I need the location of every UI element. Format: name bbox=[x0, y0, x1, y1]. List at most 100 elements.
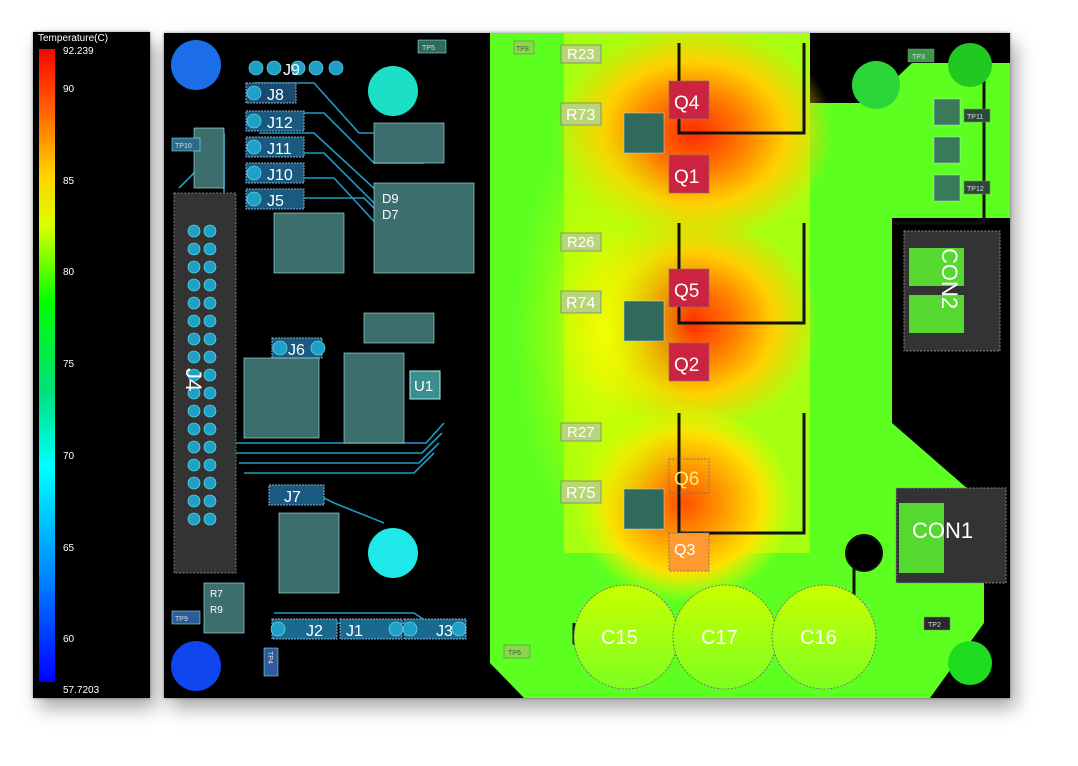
header-pin bbox=[203, 458, 217, 472]
mosfet-q1: Q1 bbox=[668, 154, 710, 194]
connector-j6: J6 bbox=[271, 337, 326, 359]
svg-text:Q1: Q1 bbox=[674, 167, 699, 188]
header-pin bbox=[187, 350, 201, 364]
d7-label: D7 bbox=[382, 207, 399, 222]
legend-tick-label: 65 bbox=[63, 542, 75, 554]
connector-con1: CON1 bbox=[895, 487, 1007, 584]
r75-label: R75 bbox=[566, 485, 595, 502]
header-pin bbox=[203, 422, 217, 436]
header-pin bbox=[203, 332, 217, 346]
mounting-hole bbox=[171, 40, 221, 90]
legend-color-bar bbox=[39, 49, 55, 682]
svg-text:CON2: CON2 bbox=[937, 248, 962, 309]
connector-j3: J3 bbox=[402, 618, 467, 640]
svg-text:Q6: Q6 bbox=[674, 469, 699, 490]
mounting-hole bbox=[948, 641, 992, 685]
svg-text:C16: C16 bbox=[800, 627, 837, 649]
connector-j2: J2 bbox=[270, 618, 338, 640]
svg-text:TP5: TP5 bbox=[422, 45, 435, 52]
svg-text:TP2: TP2 bbox=[928, 622, 941, 629]
test-point-tp4: TP4 bbox=[263, 647, 279, 677]
header-pin bbox=[187, 368, 201, 382]
test-point-tp5: TP5 bbox=[417, 39, 447, 54]
connector-j5: J5 bbox=[245, 188, 305, 210]
legend-tick-label: 85 bbox=[63, 175, 75, 187]
header-pin bbox=[187, 242, 201, 256]
svg-text:Q4: Q4 bbox=[674, 93, 700, 114]
test-point-tp3: TP3 bbox=[907, 48, 935, 63]
connector-j10: J10 bbox=[245, 162, 305, 184]
capacitor-c16: C16 bbox=[771, 584, 877, 690]
header-pin bbox=[203, 404, 217, 418]
header-pin bbox=[187, 422, 201, 436]
header-pin bbox=[203, 476, 217, 490]
r74-label: R74 bbox=[566, 295, 595, 312]
test-point-tp11: TP11 bbox=[963, 108, 991, 123]
svg-text:J7: J7 bbox=[284, 489, 301, 506]
svg-text:U1: U1 bbox=[414, 378, 433, 395]
header-pin bbox=[187, 440, 201, 454]
svg-text:J8: J8 bbox=[267, 87, 284, 104]
pcb-thermal-map: R23 R73 R26 R74 R27 R75 Q4 Q1 Q5 Q2 Q6 Q… bbox=[164, 33, 1010, 698]
test-point-tp9: TP9 bbox=[171, 610, 201, 625]
resistor-column bbox=[560, 44, 602, 504]
connector-j7: J7 bbox=[268, 484, 325, 506]
test-point-tp2: TP2 bbox=[923, 616, 951, 631]
header-pin bbox=[187, 494, 201, 508]
legend-title: Temperature(C) bbox=[38, 33, 109, 44]
svg-text:J4: J4 bbox=[181, 368, 206, 391]
svg-text:Q3: Q3 bbox=[674, 542, 695, 559]
header-pin bbox=[203, 242, 217, 256]
svg-text:J6: J6 bbox=[288, 342, 305, 359]
header-pin bbox=[203, 512, 217, 526]
test-point-tp12: TP12 bbox=[963, 180, 991, 195]
svg-text:C17: C17 bbox=[701, 627, 738, 649]
mounting-hole bbox=[852, 61, 900, 109]
svg-text:J2: J2 bbox=[306, 623, 323, 640]
header-pin bbox=[187, 296, 201, 310]
header-pin bbox=[187, 314, 201, 328]
header-pin bbox=[203, 440, 217, 454]
svg-text:CON1: CON1 bbox=[912, 518, 973, 543]
svg-text:TP10: TP10 bbox=[175, 143, 192, 150]
header-j4: J4 bbox=[173, 192, 237, 574]
header-pin bbox=[187, 386, 201, 400]
connector-j1: J1 bbox=[339, 618, 404, 640]
svg-text:TP6: TP6 bbox=[508, 650, 521, 657]
svg-text:J12: J12 bbox=[267, 115, 293, 132]
svg-text:J3: J3 bbox=[436, 623, 453, 640]
legend-tick-label: 70 bbox=[63, 450, 75, 462]
svg-text:TP11: TP11 bbox=[967, 114, 983, 121]
header-pin bbox=[187, 332, 201, 346]
mosfet-q6: Q6 bbox=[668, 458, 710, 494]
mosfet-q2: Q2 bbox=[668, 342, 710, 382]
r26-label: R26 bbox=[567, 234, 595, 251]
r7-label: R7 bbox=[210, 589, 223, 600]
header-pin bbox=[203, 494, 217, 508]
legend-max-label: 92.239 bbox=[63, 46, 94, 57]
header-pin bbox=[187, 404, 201, 418]
header-pin bbox=[203, 296, 217, 310]
header-pin bbox=[203, 224, 217, 238]
header-pin bbox=[203, 278, 217, 292]
connector-j9: J9 bbox=[248, 60, 344, 79]
svg-text:TP9: TP9 bbox=[175, 616, 188, 623]
mosfet-q3: Q3 bbox=[668, 532, 710, 572]
mounting-hole bbox=[171, 641, 221, 691]
header-pin bbox=[187, 476, 201, 490]
svg-text:C15: C15 bbox=[601, 627, 638, 649]
connector-con2: CON2 bbox=[903, 230, 1001, 352]
test-point-tp8: TP8 bbox=[513, 40, 535, 55]
pcb-board: R23 R73 R26 R74 R27 R75 Q4 Q1 Q5 Q2 Q6 Q… bbox=[164, 33, 1010, 698]
svg-text:J5: J5 bbox=[267, 193, 284, 210]
connector-j11: J11 bbox=[245, 136, 305, 158]
svg-text:J1: J1 bbox=[346, 623, 363, 640]
r27-label: R27 bbox=[567, 424, 595, 441]
legend-tick-label: 80 bbox=[63, 267, 75, 279]
header-pin bbox=[203, 350, 217, 364]
header-pin bbox=[203, 314, 217, 328]
r73-label: R73 bbox=[566, 107, 595, 124]
svg-text:Q2: Q2 bbox=[674, 355, 699, 376]
svg-text:TP12: TP12 bbox=[967, 186, 984, 193]
